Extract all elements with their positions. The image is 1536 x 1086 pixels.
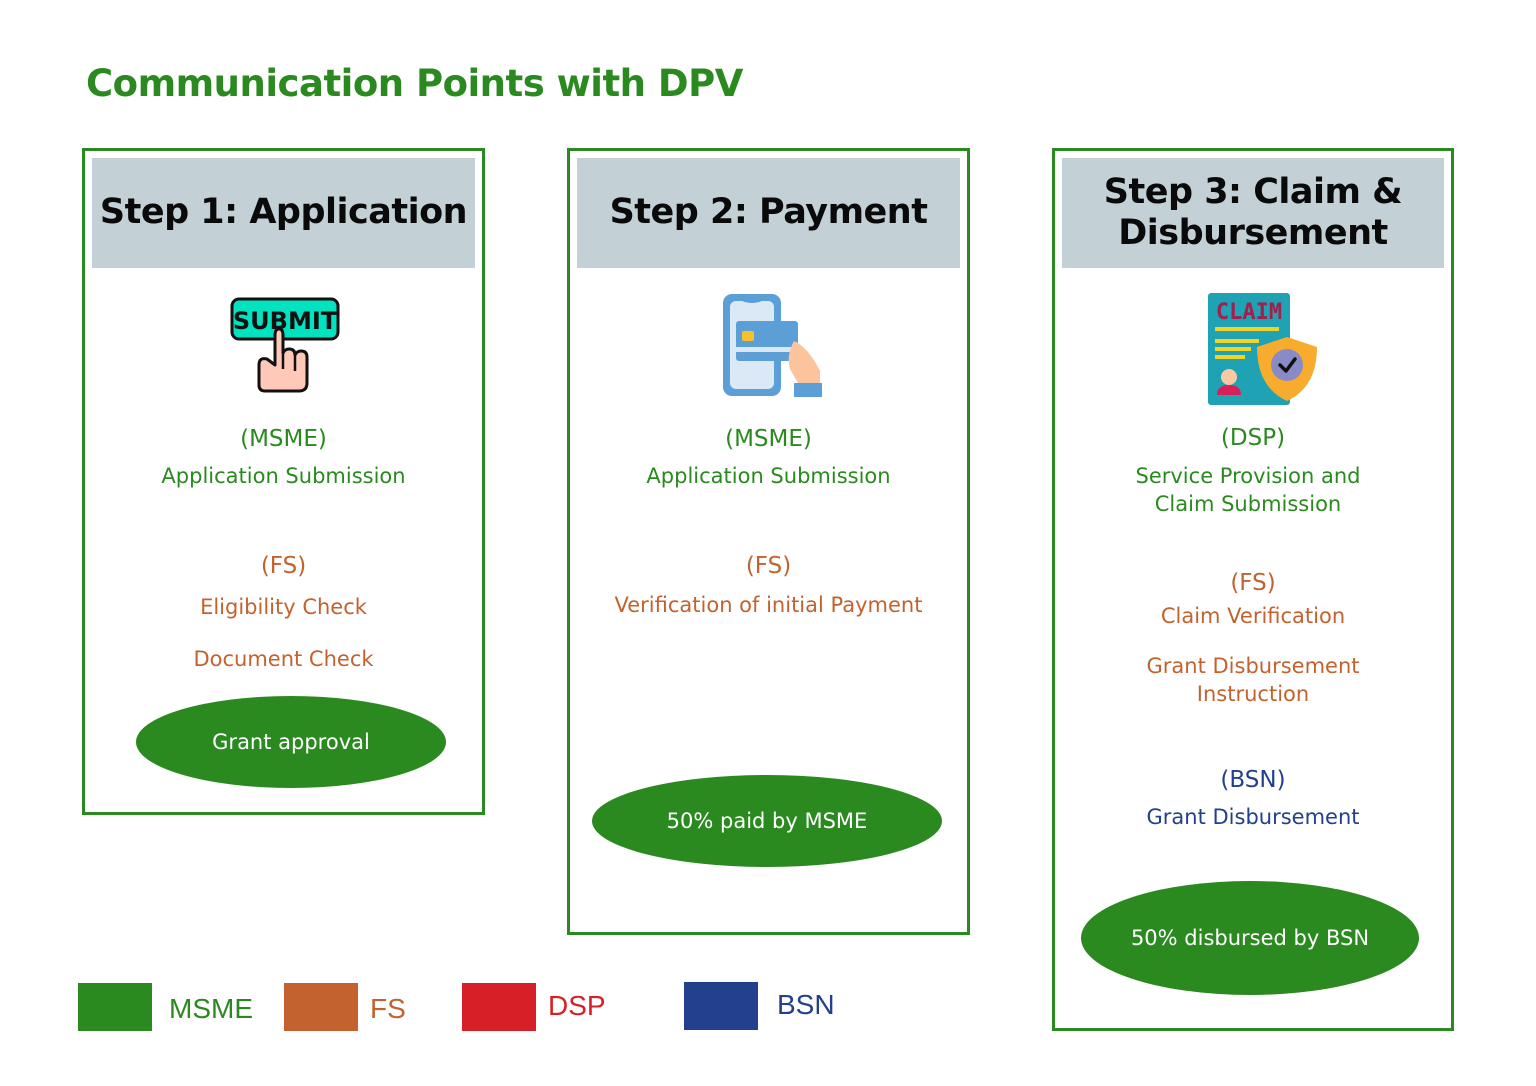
step-2-item: Application Submission (646, 464, 891, 488)
step-3-card: Step 3: Claim & Disbursement CLAIM (DSP)… (1052, 148, 1454, 1031)
step-1-item: Eligibility Check (200, 595, 367, 619)
legend-swatch-msme (78, 983, 152, 1031)
legend-swatch-dsp (462, 983, 536, 1031)
legend-label-fs: FS (370, 993, 406, 1024)
legend-label-bsn: BSN (777, 989, 835, 1020)
step-3-item: Instruction (1196, 682, 1310, 706)
step-3-actor-fs: (FS) (1230, 570, 1276, 596)
page-title: Communication Points with DPV (86, 62, 743, 105)
claim-icon-label: CLAIM (1216, 300, 1282, 325)
step-1-actor-msme: (MSME) (240, 426, 327, 452)
step-1-actor-fs: (FS) (260, 553, 307, 579)
claim-document-shield-icon: CLAIM (1208, 293, 1317, 405)
step-3-item: Grant Disbursement (1146, 654, 1360, 678)
bsn-disbursement-badge: 50% disbursed by BSN (1081, 881, 1419, 995)
step-2-header: Step 2: Payment (577, 158, 960, 268)
submit-icon-label: SUBMIT (233, 307, 338, 335)
step-3-actor-bsn: (BSN) (1220, 767, 1286, 793)
legend-swatch-fs (284, 983, 358, 1031)
step-3-item: Service Provision and (1135, 464, 1361, 488)
legend-label-msme: MSME (169, 993, 253, 1024)
step-3-item: Claim Submission (1154, 492, 1342, 516)
step-1-card: Step 1: Application SUBMIT (MSME) Applic… (82, 148, 485, 815)
step-1-item: Application Submission (161, 464, 406, 488)
step-3-header-line: Step 3: Claim & (1103, 171, 1403, 212)
step-2-actor-fs: (FS) (745, 553, 792, 579)
step-2-card: Step 2: Payment (MSME) Application Submi… (567, 148, 970, 935)
step-1-header: Step 1: Application (92, 158, 475, 268)
msme-payment-badge: 50% paid by MSME (592, 775, 942, 867)
step-3-item: Grant Disbursement (1146, 805, 1360, 829)
step-3-header: Step 3: Claim & Disbursement (1062, 158, 1444, 268)
legend-label-dsp: DSP (548, 990, 606, 1021)
step-2-actor-msme: (MSME) (725, 426, 812, 452)
step-3-actor-dsp: (DSP) (1220, 425, 1286, 451)
legend-swatch-bsn (684, 982, 758, 1030)
submit-button-icon: SUBMIT (230, 297, 340, 393)
mobile-card-payment-icon (723, 294, 822, 397)
step-3-item: Claim Verification (1160, 604, 1346, 628)
step-3-header-line: Disbursement (1118, 213, 1388, 253)
step-2-item: Verification of initial Payment (614, 593, 923, 617)
step-1-item: Document Check (193, 647, 374, 671)
grant-approval-badge: Grant approval (136, 696, 446, 788)
